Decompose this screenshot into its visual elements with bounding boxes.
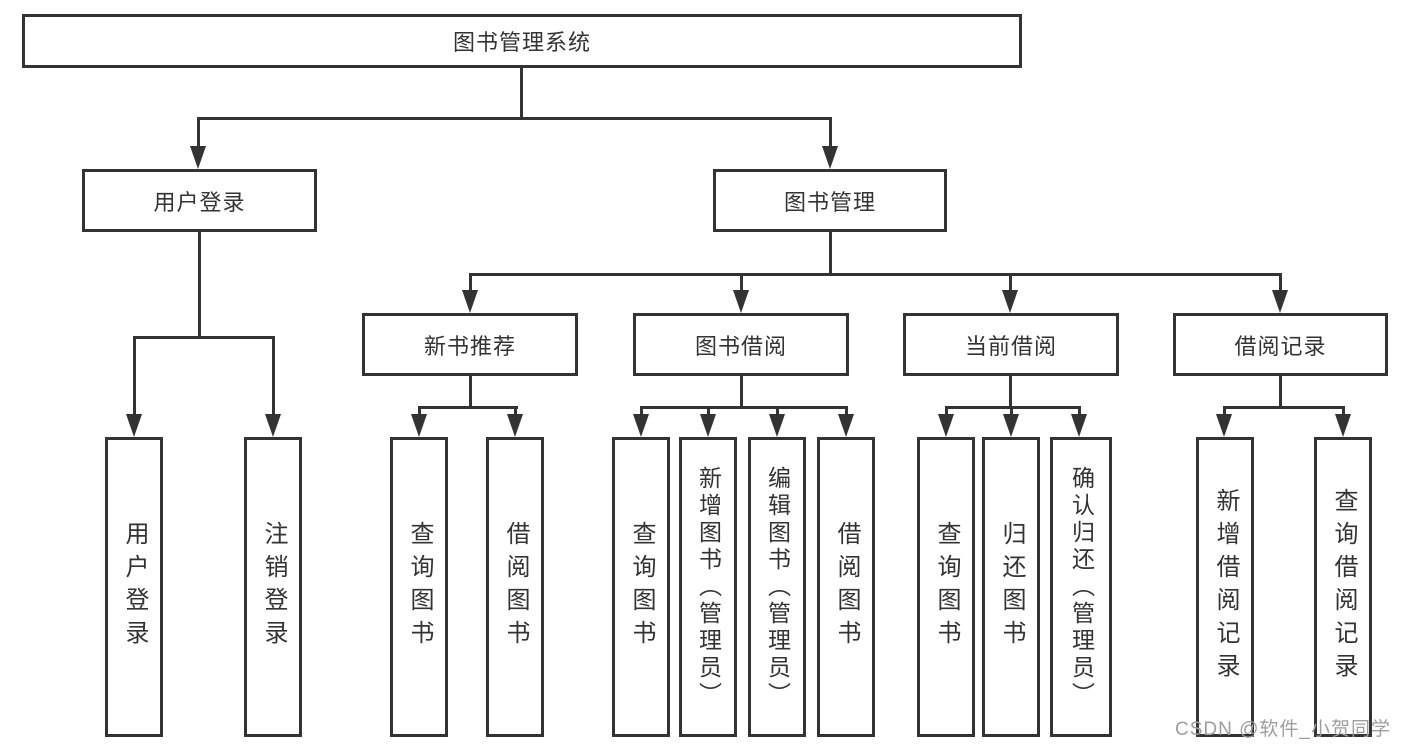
- connector-vline: [1009, 273, 1012, 292]
- node-br-query-record: 查询借阅记录: [1314, 437, 1372, 737]
- arrowhead-down: [633, 414, 649, 437]
- connector-hline: [1223, 406, 1345, 409]
- connector-vline: [520, 68, 523, 117]
- connector-vline: [197, 117, 200, 147]
- node-bb-borrow-books: 借阅图书: [817, 437, 875, 737]
- connector-vline: [469, 376, 472, 407]
- arrowhead-down: [700, 414, 716, 437]
- connector-vline: [829, 232, 832, 276]
- node-cb-confirm-return: 确认归还（管理员）: [1050, 437, 1112, 737]
- arrowhead-down: [190, 146, 206, 169]
- node-cb-query-books: 查询图书: [917, 437, 975, 737]
- node-label: 新书推荐: [423, 333, 516, 359]
- arrowhead-down: [838, 414, 854, 437]
- node-book-mgmt: 图书管理: [713, 169, 947, 232]
- node-borrow-records: 借阅记录: [1173, 313, 1388, 376]
- connector-vline: [1009, 376, 1012, 407]
- connector-vline: [707, 406, 710, 416]
- node-label: 图书管理: [783, 189, 876, 215]
- connector-vline: [198, 232, 201, 337]
- connector-vline: [1279, 273, 1282, 292]
- node-label: 查询图书: [933, 521, 960, 653]
- node-user-login: 用户登录: [82, 169, 317, 232]
- arrowhead-down: [1071, 414, 1087, 437]
- node-rec-query-books: 查询图书: [390, 437, 448, 737]
- arrowhead-down: [411, 414, 427, 437]
- node-bb-query-books: 查询图书: [612, 437, 670, 737]
- csdn-watermark: CSDN @软件_小贺同学: [1175, 719, 1391, 740]
- node-label: 用户登录: [153, 189, 246, 215]
- arrowhead-down: [1216, 414, 1232, 437]
- node-bb-add-books: 新增图书（管理员）: [679, 437, 737, 737]
- arrowhead-down: [462, 290, 478, 313]
- connector-vline: [418, 406, 421, 416]
- arrowhead-down: [1272, 290, 1288, 313]
- node-cb-return-books: 归还图书: [982, 437, 1040, 737]
- connector-vline: [469, 273, 472, 292]
- connector-hline: [640, 406, 848, 409]
- arrowhead-down: [1002, 290, 1018, 313]
- connector-hline: [418, 406, 518, 409]
- connector-vline: [845, 406, 848, 416]
- connector-vline: [829, 117, 832, 147]
- connector-vline: [740, 376, 743, 407]
- node-br-add-record: 新增借阅记录: [1196, 437, 1254, 737]
- arrowhead-down: [507, 414, 523, 437]
- arrowhead-down: [822, 146, 838, 169]
- connector-vline: [1223, 406, 1226, 416]
- connector-vline: [640, 406, 643, 416]
- node-label: 当前借阅: [964, 333, 1057, 359]
- arrowhead-down: [1335, 414, 1351, 437]
- node-logout: 注销登录: [244, 437, 302, 737]
- connector-vline: [776, 406, 779, 416]
- arrowhead-down: [938, 414, 954, 437]
- connector-vline: [1342, 406, 1345, 416]
- node-new-book-rec: 新书推荐: [362, 313, 578, 376]
- connector-hline: [469, 273, 1282, 276]
- connector-hline: [133, 336, 275, 339]
- connector-hline: [197, 117, 832, 120]
- connector-vline: [1078, 406, 1081, 416]
- node-label: 注销登录: [260, 521, 287, 653]
- node-label: 借阅图书: [833, 521, 860, 653]
- node-book-borrow: 图书借阅: [633, 313, 849, 376]
- node-label: 查询借阅记录: [1330, 488, 1357, 686]
- arrowhead-down: [1003, 414, 1019, 437]
- node-label: 图书管理系统: [452, 30, 591, 55]
- connector-vline: [740, 273, 743, 292]
- arrowhead-down: [733, 290, 749, 313]
- connector-vline: [1010, 406, 1013, 416]
- node-label: 新增图书（管理员）: [695, 465, 722, 709]
- node-label: 用户登录: [121, 521, 148, 653]
- connector-vline: [945, 406, 948, 416]
- node-label: 新增借阅记录: [1212, 488, 1239, 686]
- connector-vline: [133, 336, 136, 415]
- node-label: 图书借阅: [694, 333, 787, 359]
- connector-vline: [272, 336, 275, 415]
- node-label: 借阅图书: [502, 521, 529, 653]
- arrowhead-down: [769, 414, 785, 437]
- node-login: 用户登录: [105, 437, 163, 737]
- node-rec-borrow-books: 借阅图书: [486, 437, 544, 737]
- node-label: 归还图书: [998, 521, 1025, 653]
- node-label: 借阅记录: [1234, 333, 1327, 359]
- node-bb-edit-books: 编辑图书（管理员）: [748, 437, 806, 737]
- node-label: 查询图书: [406, 521, 433, 653]
- node-root: 图书管理系统: [22, 14, 1022, 68]
- connector-vline: [1279, 376, 1282, 407]
- connector-vline: [514, 406, 517, 416]
- arrowhead-down: [126, 414, 142, 437]
- node-label: 编辑图书（管理员）: [764, 465, 791, 709]
- node-label: 查询图书: [628, 521, 655, 653]
- arrowhead-down: [265, 414, 281, 437]
- node-current-borrow: 当前借阅: [903, 313, 1119, 376]
- node-label: 确认归还（管理员）: [1068, 465, 1095, 709]
